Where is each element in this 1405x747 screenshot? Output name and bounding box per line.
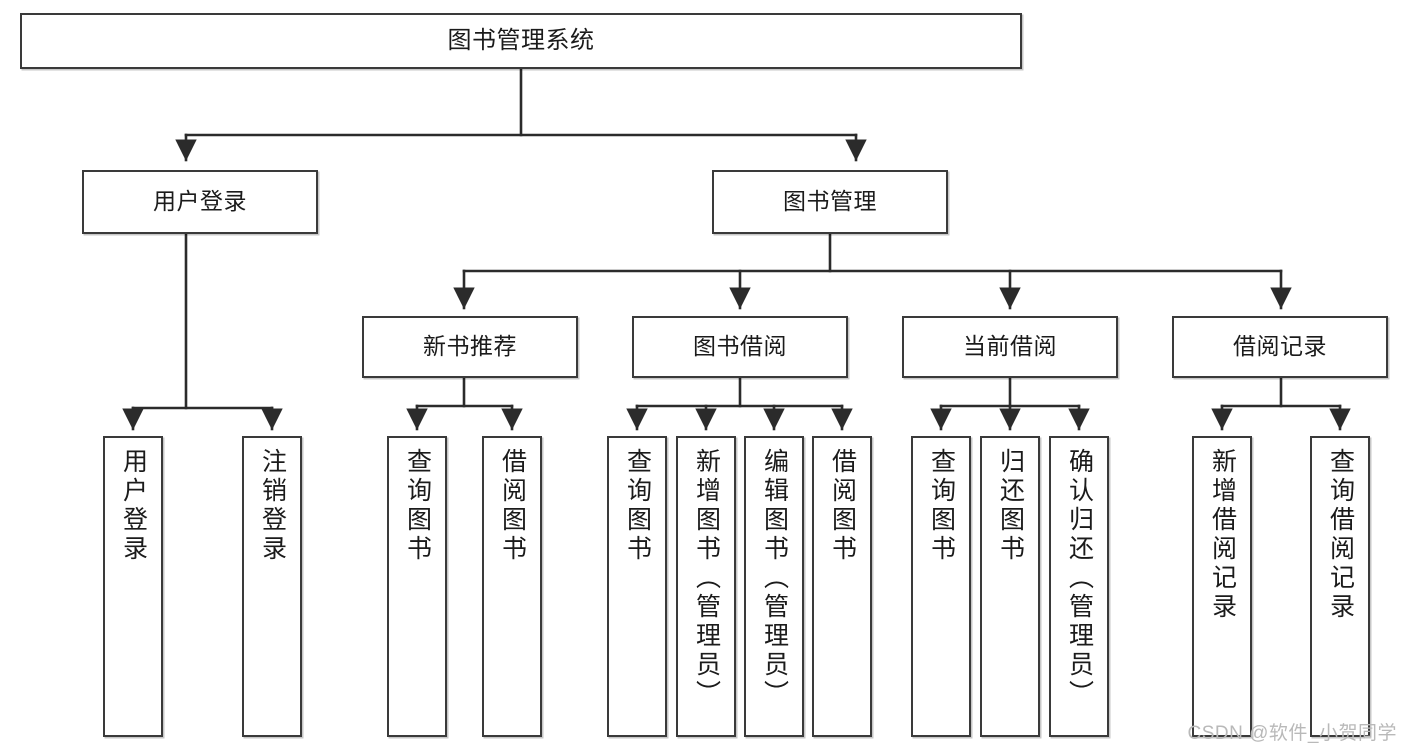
node-label: 查询借阅记录 [1326, 448, 1355, 622]
leaf-query-book-3[interactable]: 查询图书 [911, 436, 971, 737]
node-label: 查询图书 [927, 448, 956, 564]
node-borrow-record[interactable]: 借阅记录 [1172, 316, 1388, 378]
node-label: 编辑图书（管理员） [760, 448, 789, 709]
node-label: 确认归还（管理员） [1065, 448, 1094, 709]
node-label: 图书管理 [783, 188, 877, 215]
node-user-login[interactable]: 用户登录 [82, 170, 318, 234]
node-root-book-management-system[interactable]: 图书管理系统 [20, 13, 1022, 69]
node-label: 借阅记录 [1233, 333, 1327, 360]
node-label: 新增图书（管理员） [692, 448, 721, 709]
node-label: 借阅图书 [828, 448, 857, 564]
leaf-confirm-return-admin[interactable]: 确认归还（管理员） [1049, 436, 1109, 737]
node-new-book-recommend[interactable]: 新书推荐 [362, 316, 578, 378]
node-label: 注销登录 [258, 448, 287, 564]
leaf-return-book[interactable]: 归还图书 [980, 436, 1040, 737]
node-current-borrow[interactable]: 当前借阅 [902, 316, 1118, 378]
leaf-add-book-admin[interactable]: 新增图书（管理员） [676, 436, 736, 737]
node-label: 图书借阅 [693, 333, 787, 360]
node-label: 用户登录 [153, 188, 247, 215]
node-label: 新增借阅记录 [1208, 448, 1237, 622]
node-label: 新书推荐 [423, 333, 517, 360]
leaf-query-book-2[interactable]: 查询图书 [607, 436, 667, 737]
leaf-add-borrow-record[interactable]: 新增借阅记录 [1192, 436, 1252, 737]
node-book-borrow[interactable]: 图书借阅 [632, 316, 848, 378]
node-label: 借阅图书 [498, 448, 527, 564]
node-label: 图书管理系统 [447, 26, 595, 54]
node-label: 归还图书 [996, 448, 1025, 564]
leaf-borrow-book-2[interactable]: 借阅图书 [812, 436, 872, 737]
leaf-logout-login[interactable]: 注销登录 [242, 436, 302, 737]
node-label: 用户登录 [119, 448, 148, 564]
node-label: 查询图书 [403, 448, 432, 564]
node-book-management[interactable]: 图书管理 [712, 170, 948, 234]
leaf-query-book-1[interactable]: 查询图书 [387, 436, 447, 737]
leaf-user-login[interactable]: 用户登录 [103, 436, 163, 737]
node-label: 当前借阅 [963, 333, 1057, 360]
leaf-borrow-book-1[interactable]: 借阅图书 [482, 436, 542, 737]
leaf-query-borrow-record[interactable]: 查询借阅记录 [1310, 436, 1370, 737]
node-label: 查询图书 [623, 448, 652, 564]
leaf-edit-book-admin[interactable]: 编辑图书（管理员） [744, 436, 804, 737]
